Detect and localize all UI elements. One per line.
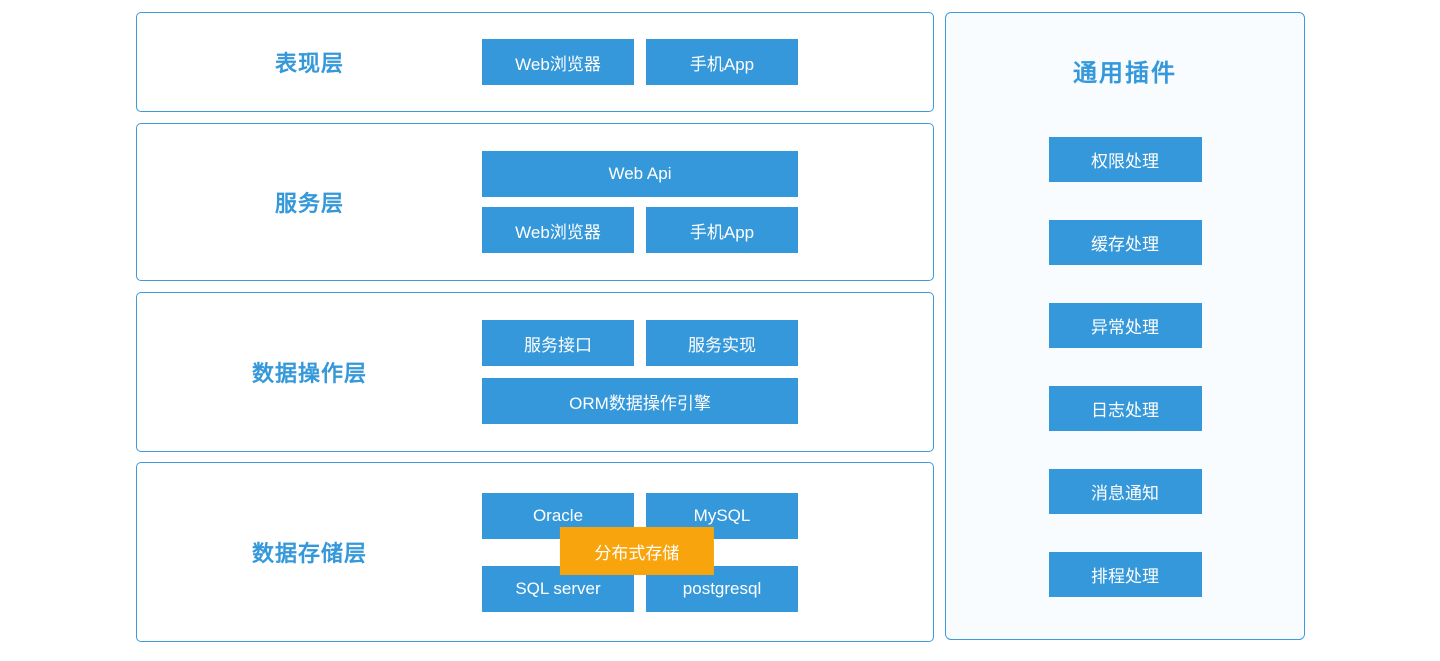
node-row: Web浏览器 手机App	[482, 207, 798, 253]
plugin-permission: 权限处理	[1048, 137, 1202, 182]
plugin-cache: 缓存处理	[1048, 220, 1202, 265]
layer-data-storage-label: 数据存储层	[251, 541, 367, 566]
layer-data-storage: 数据存储层 Oracle MySQL SQL server postgresql…	[136, 462, 934, 642]
node-row: Web浏览器 手机App	[482, 39, 798, 85]
architecture-layers-column: 表现层 Web浏览器 手机App 服务层 Web Api Web浏览器 手机Ap…	[136, 12, 934, 642]
node-postgresql: postgresql	[646, 565, 798, 612]
plugins-list: 权限处理 缓存处理 异常处理 日志处理 消息通知 排程处理	[946, 137, 1304, 597]
layer-service-label: 服务层	[274, 191, 344, 216]
common-plugins-panel: 通用插件 权限处理 缓存处理 异常处理 日志处理 消息通知 排程处理	[945, 12, 1305, 640]
node-service-implementation: 服务实现	[646, 320, 798, 366]
node-web-api: Web Api	[482, 151, 798, 197]
node-row: ORM数据操作引擎	[482, 378, 798, 424]
node-row: 服务接口 服务实现	[482, 320, 798, 366]
node-orm-engine: ORM数据操作引擎	[482, 378, 798, 424]
node-row: SQL server postgresql	[482, 565, 798, 612]
plugin-log: 日志处理	[1048, 386, 1202, 431]
node-distributed-storage-overlay: 分布式存储	[559, 527, 714, 575]
layer-data-operation-nodes: 服务接口 服务实现 ORM数据操作引擎	[482, 293, 798, 451]
node-mobile-app: 手机App	[646, 207, 798, 253]
layer-data-storage-nodes: Oracle MySQL SQL server postgresql 分布式存储	[482, 463, 798, 641]
node-web-browser: Web浏览器	[482, 39, 634, 85]
node-sql-server: SQL server	[482, 565, 634, 612]
plugins-panel-title: 通用插件	[1073, 60, 1177, 87]
layer-presentation-label: 表现层	[274, 51, 344, 76]
plugin-exception: 异常处理	[1048, 303, 1202, 348]
layer-service-nodes: Web Api Web浏览器 手机App	[482, 124, 798, 280]
layer-data-operation: 数据操作层 服务接口 服务实现 ORM数据操作引擎	[136, 292, 934, 452]
layer-presentation: 表现层 Web浏览器 手机App	[136, 12, 934, 112]
plugin-notification: 消息通知	[1048, 469, 1202, 514]
layer-service: 服务层 Web Api Web浏览器 手机App	[136, 123, 934, 281]
node-row: Web Api	[482, 151, 798, 197]
layer-presentation-nodes: Web浏览器 手机App	[482, 13, 798, 111]
node-oracle: Oracle	[482, 492, 634, 539]
node-service-interface: 服务接口	[482, 320, 634, 366]
layer-data-operation-label: 数据操作层	[251, 361, 367, 386]
node-mobile-app: 手机App	[646, 39, 798, 85]
plugin-schedule: 排程处理	[1048, 552, 1202, 597]
node-web-browser: Web浏览器	[482, 207, 634, 253]
